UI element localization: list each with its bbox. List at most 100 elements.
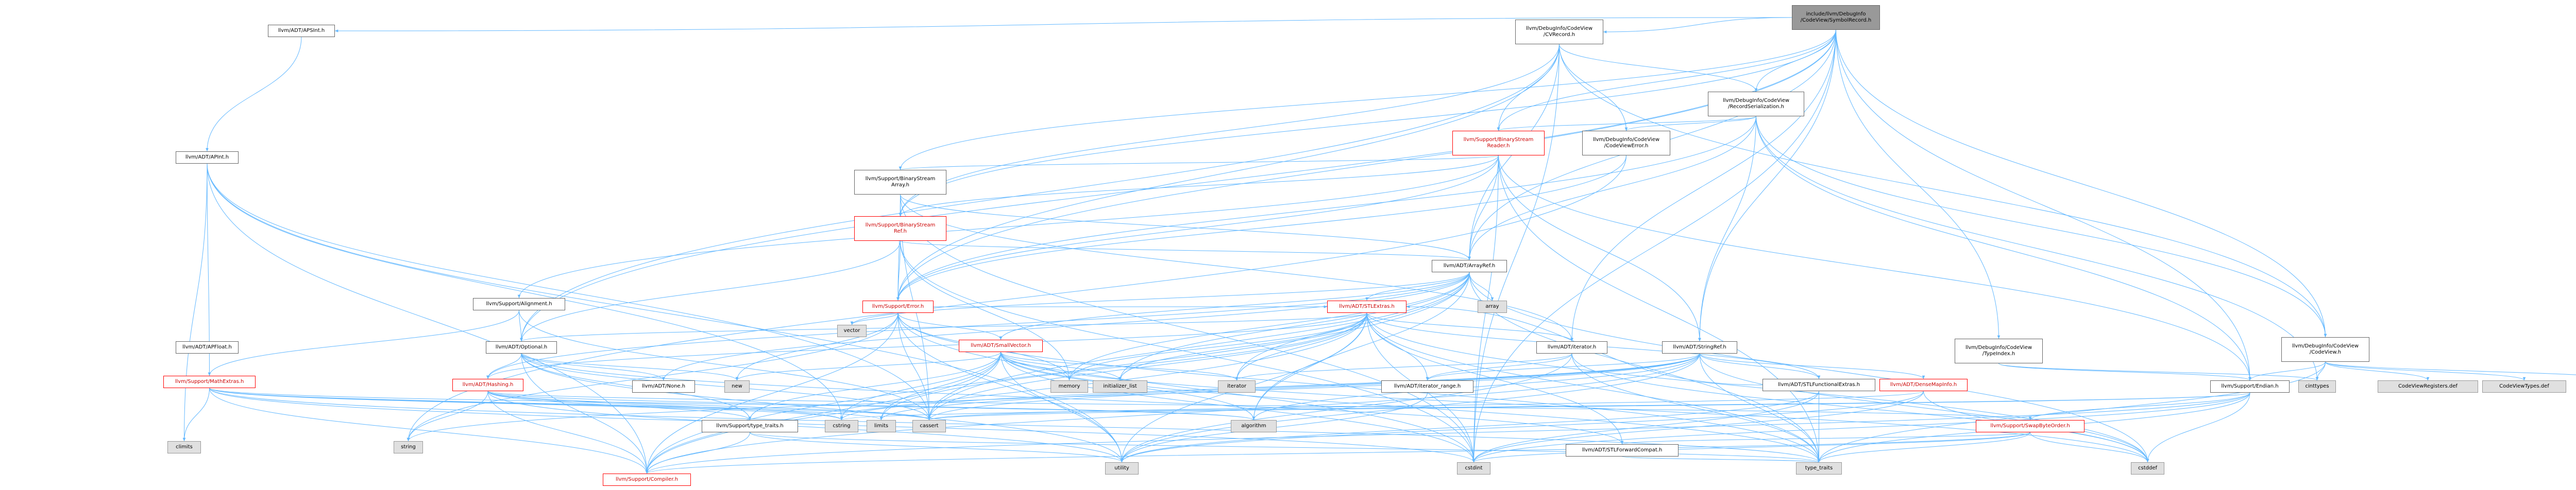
- edge-arrayref-to-cstddef: [1469, 272, 2149, 463]
- edge-arrayref-to-iterator_std: [1235, 272, 1470, 381]
- edge-bsref-to-memory: [900, 240, 1071, 381]
- edge-bsarray-to-error: [896, 194, 901, 301]
- edge-root-to-bsreader: [1497, 29, 1836, 131]
- edge-bsreader-to-bsref: [899, 155, 1499, 217]
- edge-arrayref-to-compiler: [645, 272, 1470, 474]
- node-smallvector[interactable]: llvm/ADT/SmallVector.h: [959, 340, 1043, 352]
- edge-endian-to-cstring: [840, 392, 2250, 421]
- edge-hashing-to-cstring: [487, 391, 843, 421]
- edge-root-to-endian: [1836, 29, 2251, 381]
- edge-optional-to-stlforward: [521, 353, 1624, 445]
- edge-stlextras-to-iterator_std: [1235, 312, 1367, 381]
- edge-codeview-to-cvtypes: [2325, 361, 2526, 381]
- edge-hashing-to-string: [406, 391, 488, 442]
- node-cstddef: cstddef: [2131, 462, 2164, 475]
- node-optional[interactable]: llvm/ADT/Optional.h: [486, 341, 557, 354]
- edge-cvrecord-to-recser: [1559, 44, 1758, 92]
- edge-recser-to-codeview: [1756, 116, 2327, 338]
- edge-mathextras-to-limits: [209, 388, 883, 421]
- edge-stringref-to-densemapinfo: [1699, 353, 1925, 379]
- node-densemapinfo[interactable]: llvm/ADT/DenseMapInfo.h: [1879, 379, 1968, 391]
- edge-stringref-to-cassert: [927, 353, 1700, 421]
- node-error[interactable]: llvm/Support/Error.h: [862, 301, 934, 313]
- edge-swapbyte-to-typetraits: [1817, 432, 2030, 463]
- edge-swapbyte-to-cstddef: [2030, 432, 2149, 463]
- node-initlist: initializer_list: [1093, 380, 1147, 393]
- edge-arrayref-to-hashing: [486, 272, 1470, 379]
- edge-cverror-to-error: [896, 155, 1626, 301]
- edge-root-to-typeindex: [1836, 29, 2001, 339]
- edge-swapbyte-to-stlforward: [1621, 432, 2030, 445]
- node-mathextras[interactable]: llvm/Support/MathExtras.h: [163, 376, 256, 388]
- node-new: new: [724, 380, 750, 393]
- edge-smallvector-to-cstdint: [1001, 352, 1476, 463]
- node-bsreader[interactable]: llvm/Support/BinaryStream Reader.h: [1452, 131, 1545, 155]
- node-alignment[interactable]: llvm/Support/Alignment.h: [473, 298, 565, 310]
- node-none[interactable]: llvm/ADT/None.h: [632, 380, 695, 393]
- node-iterator[interactable]: llvm/ADT/iterator.h: [1536, 341, 1607, 354]
- node-recser[interactable]: llvm/DebugInfo/CodeView /RecordSerializa…: [1708, 92, 1804, 116]
- edge-error-to-new: [735, 312, 899, 381]
- edge-stlextras-to-compiler: [645, 312, 1367, 474]
- node-codeview[interactable]: llvm/DebugInfo/CodeView /CodeView.h: [2281, 337, 2369, 362]
- node-apfloat[interactable]: llvm/ADT/APFloat.h: [176, 341, 239, 354]
- edge-typetraits_llvm-to-compiler: [645, 432, 750, 474]
- edge-stlextras-to-cstddef: [1366, 312, 2149, 463]
- node-iterrange[interactable]: llvm/ADT/iterator_range.h: [1381, 380, 1473, 393]
- edge-arrayref-to-algorithm: [1252, 272, 1470, 421]
- node-bsref[interactable]: llvm/Support/BinaryStream Ref.h: [854, 216, 946, 241]
- node-string: string: [394, 441, 423, 453]
- edge-stlfunc-to-cstdint: [1472, 391, 1819, 463]
- edge-bsreader-to-typetraits: [1498, 155, 1821, 463]
- node-stlextras[interactable]: llvm/ADT/STLExtras.h: [1327, 301, 1406, 313]
- edge-apint-to-utility: [207, 163, 1124, 463]
- edge-stlforward-to-typetraits: [1622, 456, 1820, 463]
- edge-stringref-to-string: [406, 353, 1700, 442]
- edge-stlextras-to-optional: [520, 312, 1367, 342]
- node-cverror[interactable]: llvm/DebugInfo/CodeView /CodeViewError.h: [1582, 131, 1670, 155]
- edge-stlextras-to-iterrange: [1366, 312, 1429, 381]
- node-typeindex[interactable]: llvm/DebugInfo/CodeView /TypeIndex.h: [1955, 339, 2043, 363]
- edge-smallvector-to-utility: [1001, 352, 1124, 463]
- edge-typeindex-to-cinttypes: [1998, 363, 2319, 381]
- edge-cvrecord-to-optional: [520, 44, 1560, 342]
- edge-root-to-apsint: [334, 17, 1792, 32]
- edge-codeview-to-cvregs: [2325, 361, 2430, 381]
- edge-arrayref-to-smallvector: [999, 272, 1470, 340]
- node-cstdint: cstdint: [1457, 462, 1490, 475]
- edge-hashing-to-algorithm: [487, 391, 1255, 421]
- node-bsarray[interactable]: llvm/Support/BinaryStream Array.h: [854, 170, 946, 195]
- edge-stringref-to-typetraits: [1699, 353, 1821, 463]
- node-apint[interactable]: llvm/ADT/APInt.h: [176, 151, 239, 164]
- edge-endian-to-compiler: [645, 392, 2250, 474]
- edge-bsarray-to-cstdint: [900, 194, 1476, 463]
- node-arrayref[interactable]: llvm/ADT/ArrayRef.h: [1432, 260, 1507, 272]
- edge-hashing-to-swapbyte: [487, 391, 2031, 421]
- node-root[interactable]: include/llvm/DebugInfo /CodeView/SymbolR…: [1792, 5, 1880, 30]
- node-compiler[interactable]: llvm/Support/Compiler.h: [603, 474, 691, 486]
- node-hashing[interactable]: llvm/ADT/Hashing.h: [452, 379, 523, 391]
- edge-endian-to-cstdint: [1472, 392, 2250, 463]
- edge-root-to-bsarray: [899, 29, 1836, 170]
- edge-alignment-to-mathextras: [208, 310, 519, 376]
- edge-arrayref-to-cassert: [927, 272, 1470, 421]
- node-endian[interactable]: llvm/Support/Endian.h: [2210, 380, 2290, 393]
- edge-root-to-stringref: [1698, 29, 1836, 342]
- node-cvrecord[interactable]: llvm/DebugInfo/CodeView /CVRecord.h: [1515, 20, 1603, 44]
- edge-arrayref-to-none: [662, 272, 1470, 381]
- node-apsint[interactable]: llvm/ADT/APSInt.h: [268, 25, 335, 37]
- edge-smallvector-to-cstddef: [1001, 352, 2149, 463]
- node-swapbyte[interactable]: llvm/Support/SwapByteOrder.h: [1976, 420, 2084, 432]
- node-stlforward[interactable]: llvm/ADT/STLForwardCompat.h: [1566, 444, 1679, 457]
- edge-recser-to-cinttypes: [1756, 116, 2319, 381]
- node-typetraits-llvm[interactable]: llvm/Support/type_traits.h: [702, 420, 798, 432]
- node-cinttypes: cinttypes: [2298, 380, 2336, 393]
- edge-codeview-to-typetraits: [1817, 361, 2326, 463]
- node-array: array: [1478, 301, 1507, 313]
- edge-swapbyte-to-compiler: [646, 432, 2030, 474]
- edge-swapbyte-to-cstdint: [1472, 432, 2030, 463]
- node-stlfunc[interactable]: llvm/ADT/STLFunctionalExtras.h: [1762, 379, 1875, 391]
- edge-iterator-to-iterator_std: [1235, 353, 1572, 381]
- node-stringref[interactable]: llvm/ADT/StringRef.h: [1662, 341, 1737, 354]
